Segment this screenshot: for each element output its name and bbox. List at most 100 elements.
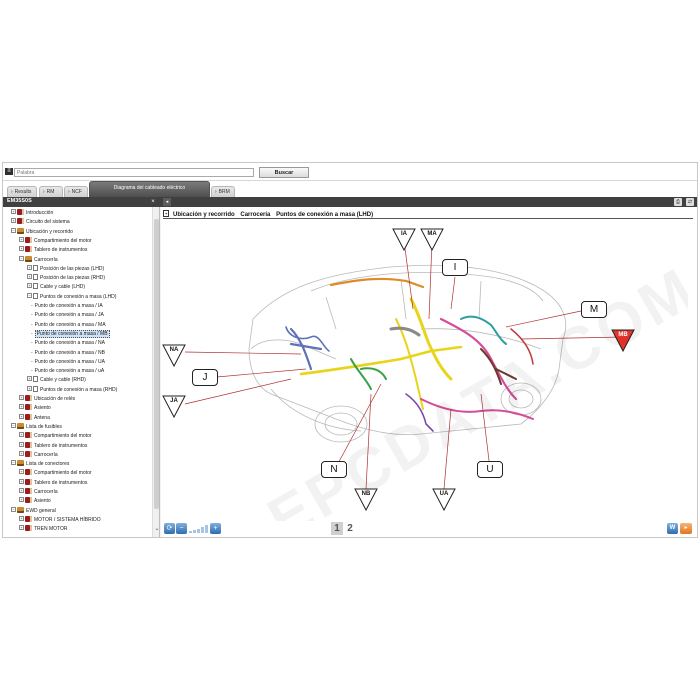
tree-item[interactable]: +Puntos de conexión a masa (RHD) xyxy=(27,385,117,395)
tab-brm[interactable]: ›BRM xyxy=(211,186,235,197)
next-icon[interactable]: ▸ xyxy=(680,523,692,534)
tree-item[interactable]: +Compartimiento del motor xyxy=(19,469,92,478)
collapse-icon[interactable]: − xyxy=(11,506,16,512)
collapse-icon[interactable]: − xyxy=(11,227,16,233)
search-input[interactable] xyxy=(14,168,254,177)
expand-icon[interactable]: + xyxy=(27,264,32,270)
page-button-2[interactable]: 2 xyxy=(347,523,353,534)
tree-item[interactable]: +Compartimiento del motor xyxy=(19,432,92,441)
expand-icon[interactable]: + xyxy=(19,404,24,410)
zoom-level-indicator[interactable] xyxy=(187,525,209,533)
tree-scrollbar-thumb[interactable] xyxy=(154,219,159,509)
zoom-in-icon[interactable]: + xyxy=(210,523,221,534)
tree-scrollbar[interactable]: ⌄ xyxy=(152,207,160,537)
ground-point-na-icon[interactable] xyxy=(162,344,186,368)
tree-item[interactable]: −Carrocería xyxy=(19,255,58,265)
ground-point-ma-icon[interactable] xyxy=(420,228,444,252)
tree-item[interactable]: -Punto de conexión a masa / uA xyxy=(31,367,104,376)
tree-item[interactable]: +Ubicación de relés xyxy=(19,395,75,404)
ground-point-ua-icon[interactable] xyxy=(432,488,456,512)
zoom-reset-icon[interactable]: ⟳ xyxy=(164,523,175,534)
ground-point-nb-icon[interactable] xyxy=(354,488,378,512)
page-button-1[interactable]: 1 xyxy=(331,522,343,535)
search-menu-icon[interactable]: ≡ xyxy=(5,168,13,175)
tree-item[interactable]: +Introducción xyxy=(11,209,53,218)
ground-point-mb-icon[interactable] xyxy=(611,329,635,353)
zoom-out-icon[interactable]: − xyxy=(176,523,187,534)
tree-item[interactable]: +Posición de las piezas (RHD) xyxy=(27,274,105,283)
tree-item[interactable]: +Carrocería xyxy=(19,450,58,460)
close-icon[interactable]: × xyxy=(151,199,155,205)
callout-j[interactable]: J xyxy=(192,369,218,386)
expand-icon[interactable]: + xyxy=(19,469,24,475)
collapse-icon[interactable]: − xyxy=(27,292,32,298)
tree-item[interactable]: +Circuito del sistema xyxy=(11,218,70,227)
expand-icon[interactable]: + xyxy=(11,209,16,214)
export-icon[interactable]: ⇄ xyxy=(686,198,694,206)
wiring-diagram[interactable]: EPCDATA.COM xyxy=(161,219,697,537)
ground-point-ia-icon[interactable] xyxy=(392,228,416,252)
tree-item[interactable]: +TREN MOTOR xyxy=(19,525,68,534)
tree-item[interactable]: −Puntos de conexión a masa (LHD) xyxy=(27,292,116,302)
expand-icon[interactable]: + xyxy=(19,432,24,438)
collapse-icon[interactable]: − xyxy=(19,255,24,261)
w-button[interactable]: W xyxy=(667,523,678,534)
tree-item[interactable]: -Punto de conexión a masa / MA xyxy=(31,321,106,330)
tree-item[interactable]: -Punto de conexión a masa / MB xyxy=(31,329,110,339)
search-button[interactable]: Buscar xyxy=(259,167,309,178)
expand-icon[interactable]: + xyxy=(19,488,24,493)
expand-icon[interactable]: + xyxy=(19,413,24,419)
tree-item[interactable]: -Punto de conexión a masa / NB xyxy=(31,349,105,358)
tree-item[interactable]: −EWD general xyxy=(11,506,56,516)
callout-n[interactable]: N xyxy=(321,461,347,478)
tree-item[interactable]: −Lista de fusibles xyxy=(11,422,62,432)
tree-item[interactable]: +MOTOR / SISTEMA HÍBRIDO xyxy=(19,515,101,525)
tree-item[interactable]: -Punto de conexión a masa / NA xyxy=(31,339,105,348)
callout-i[interactable]: I xyxy=(442,259,468,276)
tree-item[interactable]: +Cable y cable (LHD) xyxy=(27,283,85,292)
tree-item[interactable]: +Asiento xyxy=(19,404,51,413)
tree-item[interactable]: -Punto de conexión a masa / JA xyxy=(31,311,104,320)
expand-box-icon[interactable]: + xyxy=(163,210,170,217)
collapse-panel-icon[interactable]: ◂ xyxy=(163,198,171,206)
tree-item[interactable]: +Asiento xyxy=(19,497,51,506)
expand-icon[interactable]: + xyxy=(19,395,24,400)
expand-icon[interactable]: + xyxy=(19,246,24,252)
expand-icon[interactable]: + xyxy=(27,283,32,289)
tree-item[interactable]: -Punto de conexión a masa / UA xyxy=(31,358,105,367)
tree-item[interactable]: +Tablero de instrumentos xyxy=(19,478,87,488)
tab-wiring-diagram[interactable]: Diagrama del cableado eléctrico xyxy=(89,181,210,197)
expand-icon[interactable]: + xyxy=(19,497,24,503)
expand-icon[interactable]: + xyxy=(19,515,24,521)
expand-icon[interactable]: + xyxy=(27,385,32,391)
tree-item[interactable]: +Cable y cable (RHD) xyxy=(27,376,86,385)
tree-item[interactable]: +Tablero de instrumentos xyxy=(19,246,87,255)
expand-icon[interactable]: + xyxy=(19,525,24,531)
chevron-down-icon[interactable]: ⌄ xyxy=(154,526,160,532)
viewer-scrollbar[interactable] xyxy=(688,219,697,519)
callout-u[interactable]: U xyxy=(477,461,503,478)
tree-item[interactable]: −Ubicación y recorrido xyxy=(11,227,73,237)
tree-item[interactable]: −Lista de conectores xyxy=(11,460,69,469)
expand-icon[interactable]: + xyxy=(11,218,16,224)
tab-results[interactable]: ›Results xyxy=(7,186,37,197)
tree-item[interactable]: +Carrocería xyxy=(19,488,58,497)
tree-item[interactable]: -Punto de conexión a masa / IA xyxy=(31,302,103,311)
expand-icon[interactable]: + xyxy=(19,450,24,456)
tree-item[interactable]: +Tablero de instrumentos xyxy=(19,441,87,451)
tree-item[interactable]: +Compartimiento del motor xyxy=(19,236,92,246)
breadcrumb-item-location[interactable]: Ubicación y recorrido xyxy=(173,212,235,218)
ground-point-ja-icon[interactable] xyxy=(162,395,186,419)
expand-icon[interactable]: + xyxy=(19,236,24,242)
collapse-icon[interactable]: − xyxy=(11,422,16,428)
tree-item[interactable]: +Antena xyxy=(19,413,50,423)
expand-icon[interactable]: + xyxy=(27,376,32,382)
callout-m[interactable]: M xyxy=(581,301,607,318)
collapse-icon[interactable]: − xyxy=(11,460,16,466)
expand-icon[interactable]: + xyxy=(19,441,24,447)
tree-item[interactable]: +Posición de las piezas (LHD) xyxy=(27,264,104,274)
print-icon[interactable]: ⎙ xyxy=(674,198,682,206)
tab-ncf[interactable]: ›NCF xyxy=(64,186,88,197)
expand-icon[interactable]: + xyxy=(27,274,32,280)
tab-rm[interactable]: ›RM xyxy=(39,186,63,197)
